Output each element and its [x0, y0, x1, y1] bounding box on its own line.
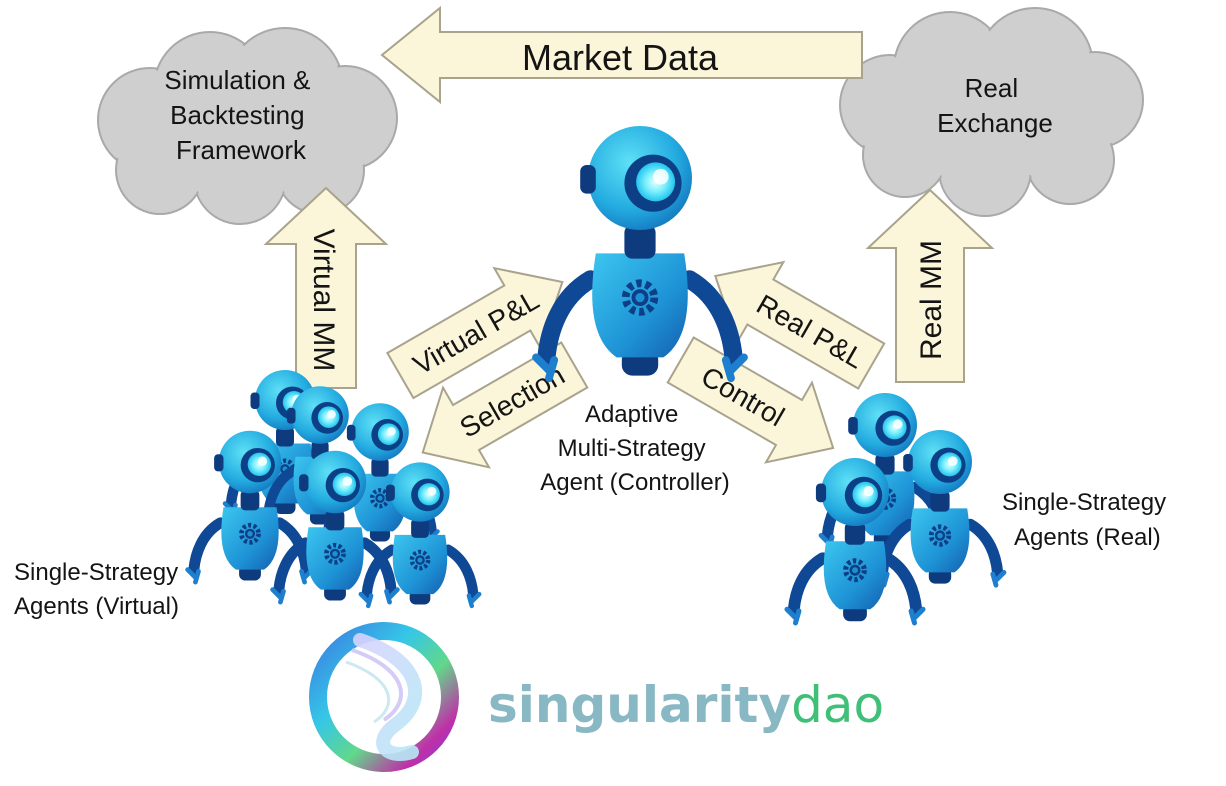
virtual-agents-label: Single-Strategy Agents (Virtual)	[14, 559, 185, 620]
controller-label-line-1: Adaptive	[585, 401, 678, 428]
exchange-cloud-line-1: Real	[965, 73, 1018, 103]
virtual-agents-label-line-2: Agents (Virtual)	[14, 593, 179, 620]
logo-wordmark: singularitydao	[488, 676, 884, 734]
controller-robot	[536, 126, 744, 378]
market-data-arrow: Market Data	[380, 5, 863, 105]
virtual-mm-label: Virtual MM	[307, 229, 340, 372]
market-data-label: Market Data	[522, 37, 719, 78]
singularitydao-emblem	[309, 622, 459, 772]
singularitydao-logo: singularitydao	[309, 622, 884, 772]
controller-label: Adaptive Multi-Strategy Agent (Controlle…	[540, 401, 729, 496]
controller-label-line-2: Multi-Strategy	[558, 435, 706, 462]
svg-text:Simulation & Backtesting: Simulation & Backtesting Framework	[164, 65, 317, 165]
virtual-mm-arrow: Virtual MM	[263, 186, 389, 389]
exchange-cloud-line-2: Exchange	[937, 108, 1053, 138]
svg-text:Real Exchange: Real Exchange	[937, 73, 1053, 138]
real-agents-label-line-2: Agents (Real)	[1014, 524, 1161, 551]
simulation-cloud-line-1: Simulation &	[164, 65, 310, 95]
logo-word-dao: dao	[791, 676, 884, 734]
real-mm-arrow: Real MM	[865, 188, 995, 383]
simulation-cloud-line-3: Framework	[176, 135, 307, 165]
real-agents-label: Single-Strategy Agents (Real)	[1002, 489, 1173, 551]
real-pnl-arrow: Real P&L	[714, 260, 886, 390]
virtual-agents-label-line-1: Single-Strategy	[14, 559, 178, 586]
simulation-cloud: Simulation & Backtesting Framework	[97, 27, 398, 225]
exchange-cloud: Real Exchange	[839, 7, 1144, 217]
virtual-robots	[188, 370, 480, 606]
real-agents-label-line-1: Single-Strategy	[1002, 489, 1166, 516]
logo-word-singularity: singularity	[488, 676, 791, 734]
real-mm-label: Real MM	[915, 240, 948, 360]
controller-label-line-3: Agent (Controller)	[540, 469, 729, 496]
simulation-cloud-line-2: Backtesting	[170, 100, 304, 130]
